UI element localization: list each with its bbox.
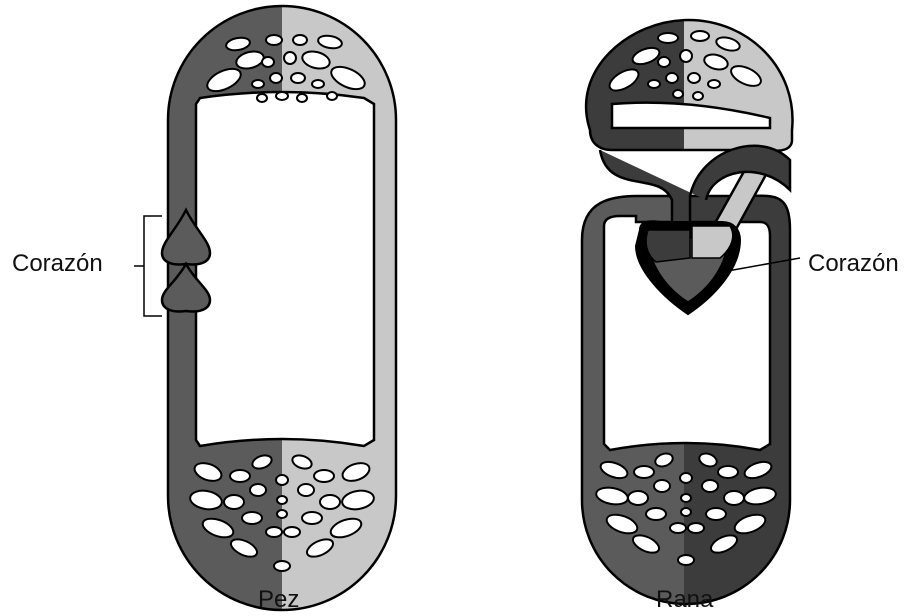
frog-circulatory-system [582, 20, 800, 604]
fish-caption: Pez [258, 588, 299, 612]
fish-inner-cavity [196, 92, 374, 446]
frog-caption: Rana [656, 588, 713, 612]
frog-heart-right-atrium [646, 230, 690, 262]
frog-heart-label: Corazón [808, 252, 899, 276]
fish-heart-label: Corazón [12, 252, 103, 276]
fish-heart-bracket [134, 216, 162, 316]
fish-circulatory-system [134, 6, 396, 610]
